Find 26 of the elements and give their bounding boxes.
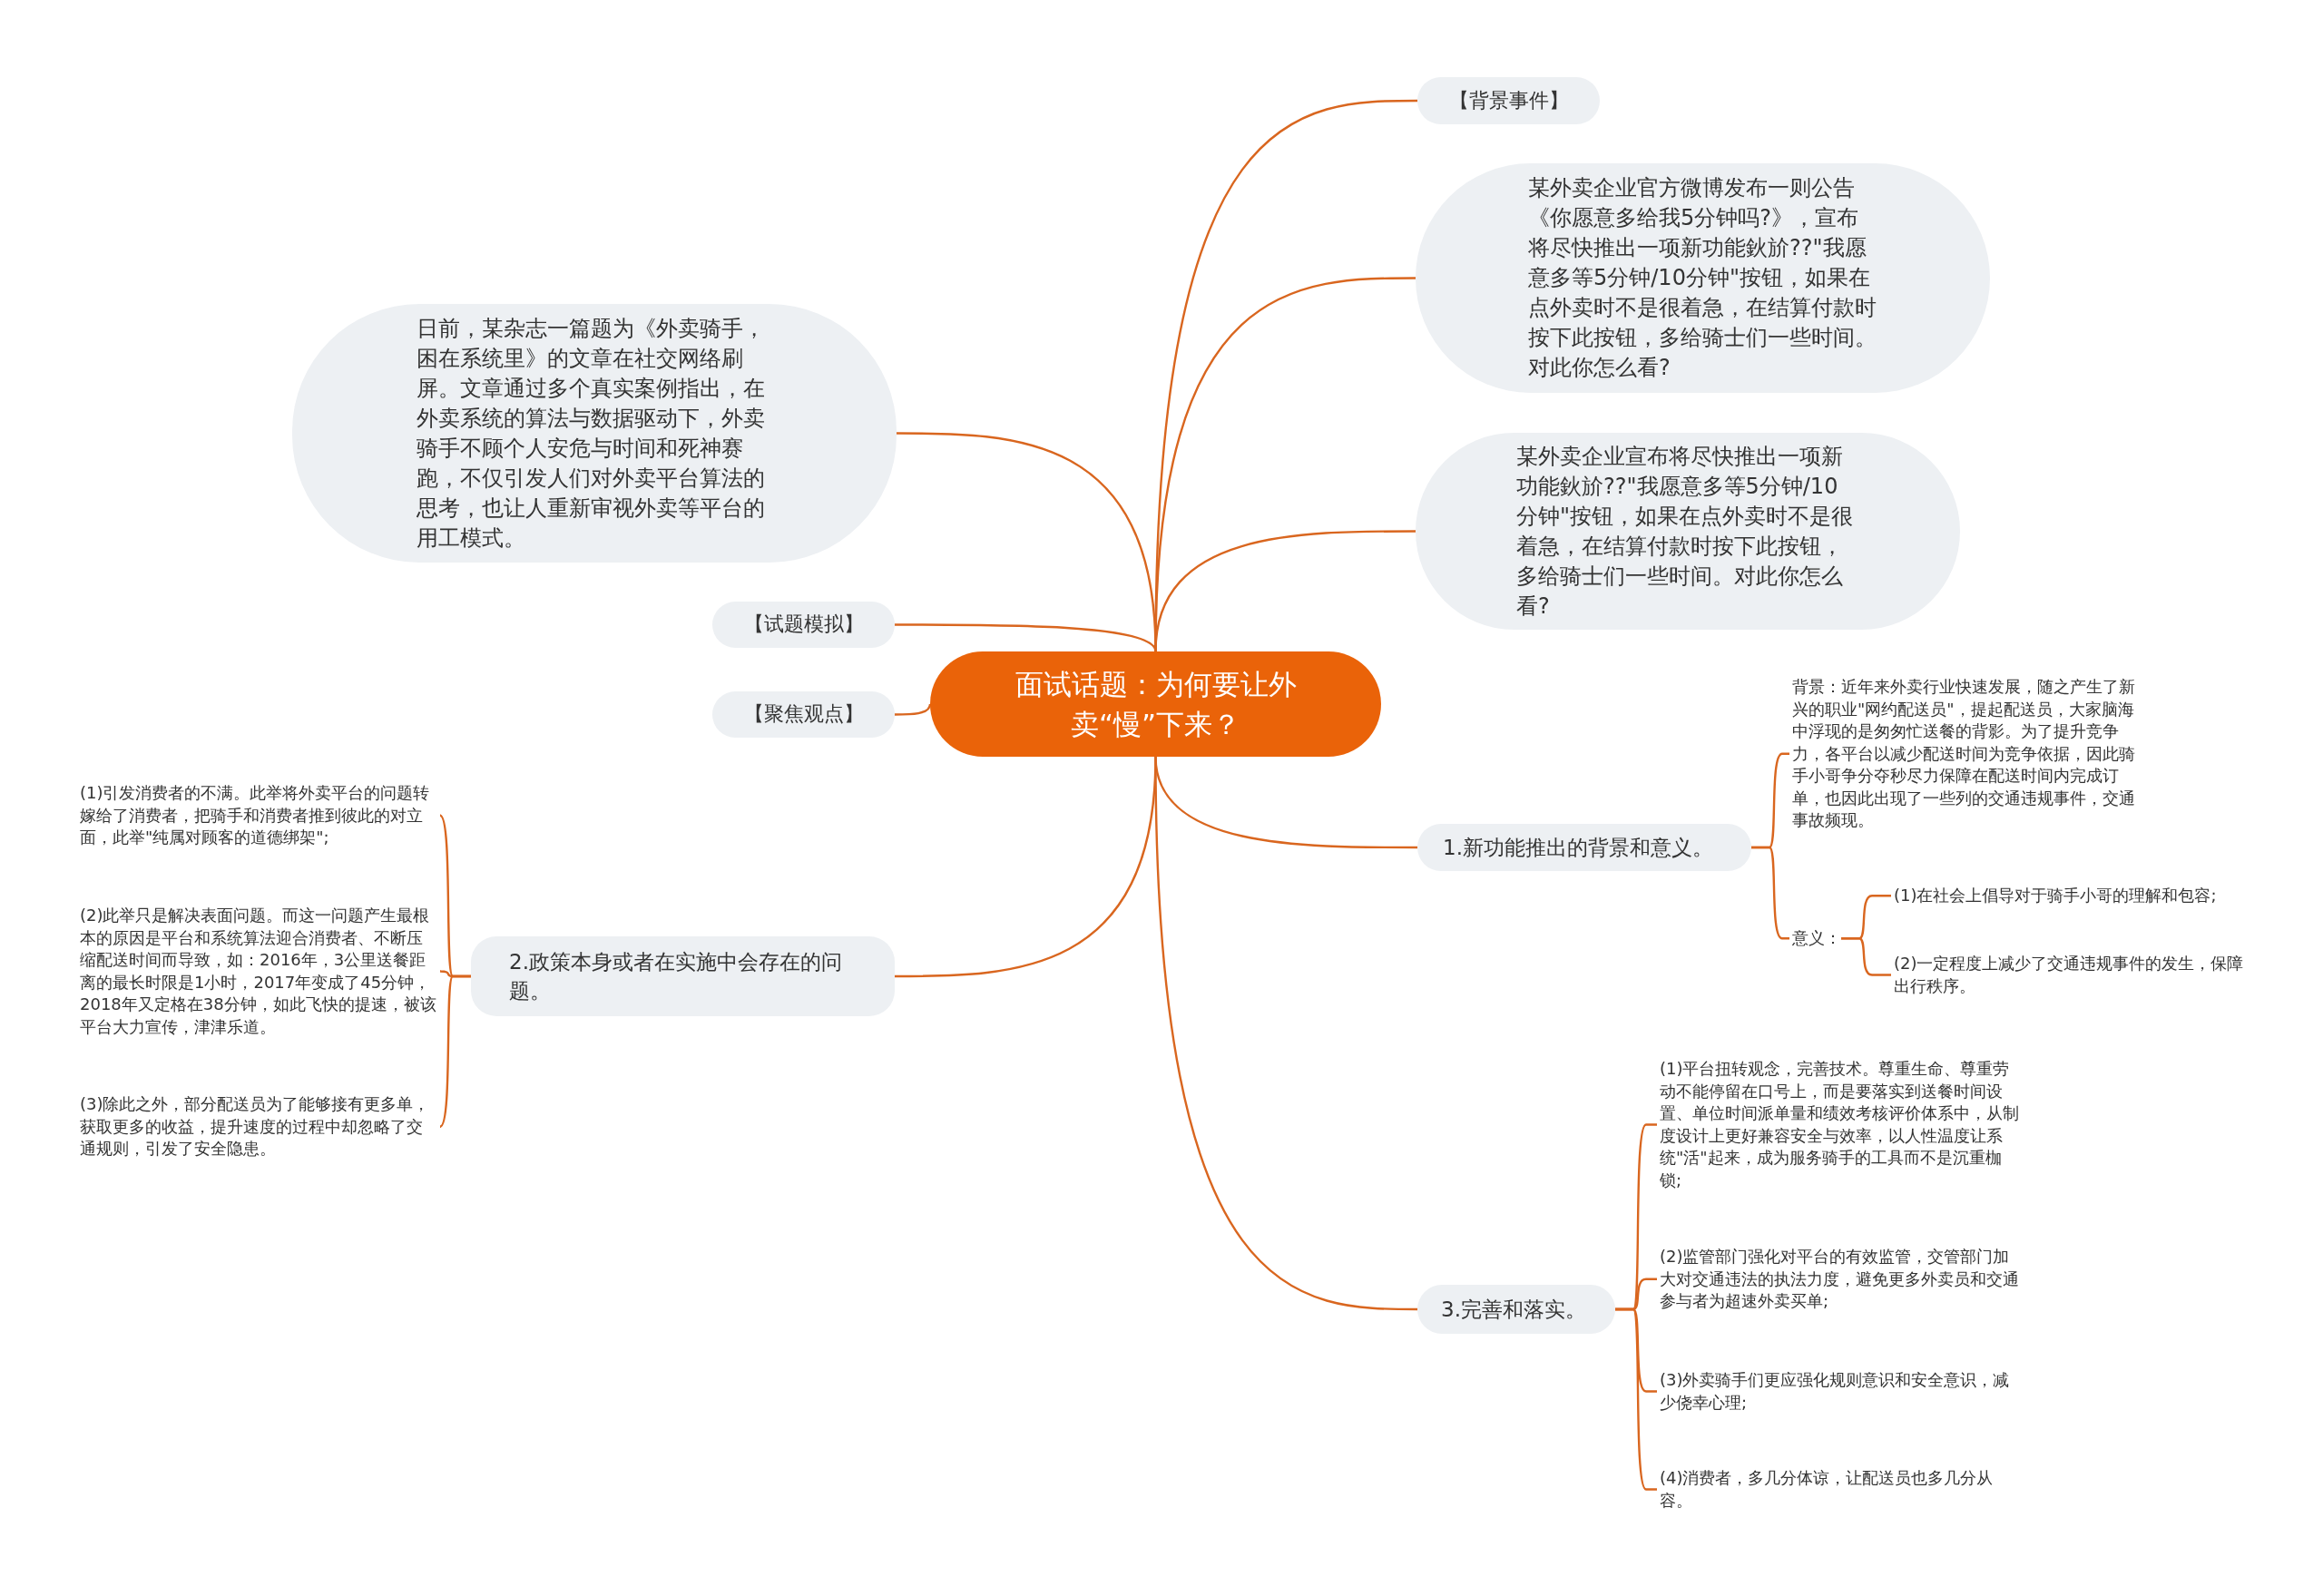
bubble-text: 某外卖企业宣布将尽快推出一项新功能鈥斺??"我愿意多等5分钟/10分钟"按钮，如果在点外卖时不是很着急，在结算付款时按下此按钮，多给骑士们一些时间。对此你怎么看? — [1516, 442, 1855, 621]
note-text: (2)此举只是解决表面问题。而这一问题产生最根本的原因是平台和系统算法迎合消费者、不断压缩配送时间而导致，如：2016年，3公里送餐距离的最长时限是1小时，2017年变成了45分钟，2018年又定格在38分钟，如此飞快的提速，被该平台大力宣传，津津乐道。 — [80, 905, 438, 1038]
topic-pill: 【试题模拟】 — [712, 602, 895, 648]
connector-line — [1841, 937, 1891, 976]
note-text: (4)消费者，多几分体谅，让配送员也多几分从容。 — [1660, 1467, 2023, 1512]
note-text: (1)在社会上倡导对于骑手小哥的理解和包容; — [1894, 885, 2293, 907]
note-text: (1)引发消费者的不满。此举将外卖平台的问题转嫁给了消费者，把骑手和消费者推到彼此的对立面，此举"纯属对顾客的道德绑架"; — [80, 782, 438, 849]
connector-line — [895, 623, 1157, 652]
note-text: (3)外卖骑手们更应强化规则意识和安全意识，减少侥幸心理; — [1660, 1369, 2023, 1414]
topic-pill: 3.完善和落实。 — [1417, 1285, 1615, 1334]
topic-pill: 1.新功能推出的背景和意义。 — [1417, 824, 1751, 871]
connector-line — [895, 703, 932, 716]
connector-line — [1154, 756, 1417, 1311]
topic-pill: 【聚焦观点】 — [712, 691, 895, 738]
note-text: (2)监管部门强化对平台的有效监管，交管部门加大对交通违法的执法力度，避免更多外卖员和交通参与者为超速外卖买单; — [1660, 1246, 2023, 1313]
central-topic: 面试话题：为何要让外卖“慢”下来？ — [930, 651, 1381, 757]
note-text: 背景：近年来外卖行业快速发展，随之产生了新兴的职业"网约配送员"，提起配送员，大家脑海中浮现的是匆匆忙送餐的背影。为了提升竞争力，各平台以减少配送时间为竞争依据，因此骑手小哥争分夺秒尽力保障在配送时间内完成订单，也因此出现了一些列的交通违规事件，交通事故频现。 — [1792, 676, 2142, 832]
connector-line — [438, 974, 471, 1128]
bubble-text: 日前，某杂志一篇题为《外卖骑手，困在系统里》的文章在社交网络刷屏。文章通过多个真实案例指出，在外卖系统的算法与数据驱动下，外卖骑手不顾个人安危与时间和死神赛跑，不仅引发人们对外卖平台算法的思考，也让人重新审视外卖等平台的用工模式。 — [417, 314, 766, 553]
bubble-text: 某外卖企业官方微博发布一则公告《你愿意多给我5分钟吗?》，宣布将尽快推出一项新功能鈥斺??"我愿意多等5分钟/10分钟"按钮，如果在点外卖时不是很着急，在结算付款时按下此按钮，多给骑士们一些时间。对此你怎么看? — [1528, 174, 1877, 382]
note-text: (2)一定程度上减少了交通违规事件的发生，保障出行秩序。 — [1894, 953, 2257, 997]
topic-pill: 【背景事件】 — [1417, 77, 1600, 124]
note-text: (3)除此之外，部分配送员为了能够接有更多单，获取更多的收益，提升速度的过程中却忽略了交通规则，引发了安全隐患。 — [80, 1093, 438, 1160]
note-text: 意义： — [1792, 927, 1841, 950]
topic-pill: 2.政策本身或者在实施中会存在的问题。 — [471, 936, 895, 1016]
note-text: (1)平台扭转观念，完善技术。尊重生命、尊重劳动不能停留在口号上，而是要落实到送餐时间设置、单位时间派单量和绩效考核评价体系中，从制度设计上更好兼容安全与效率，以人性温度让系统"活"起来，成为服务骑手的工具而不是沉重枷锁; — [1660, 1058, 2023, 1191]
